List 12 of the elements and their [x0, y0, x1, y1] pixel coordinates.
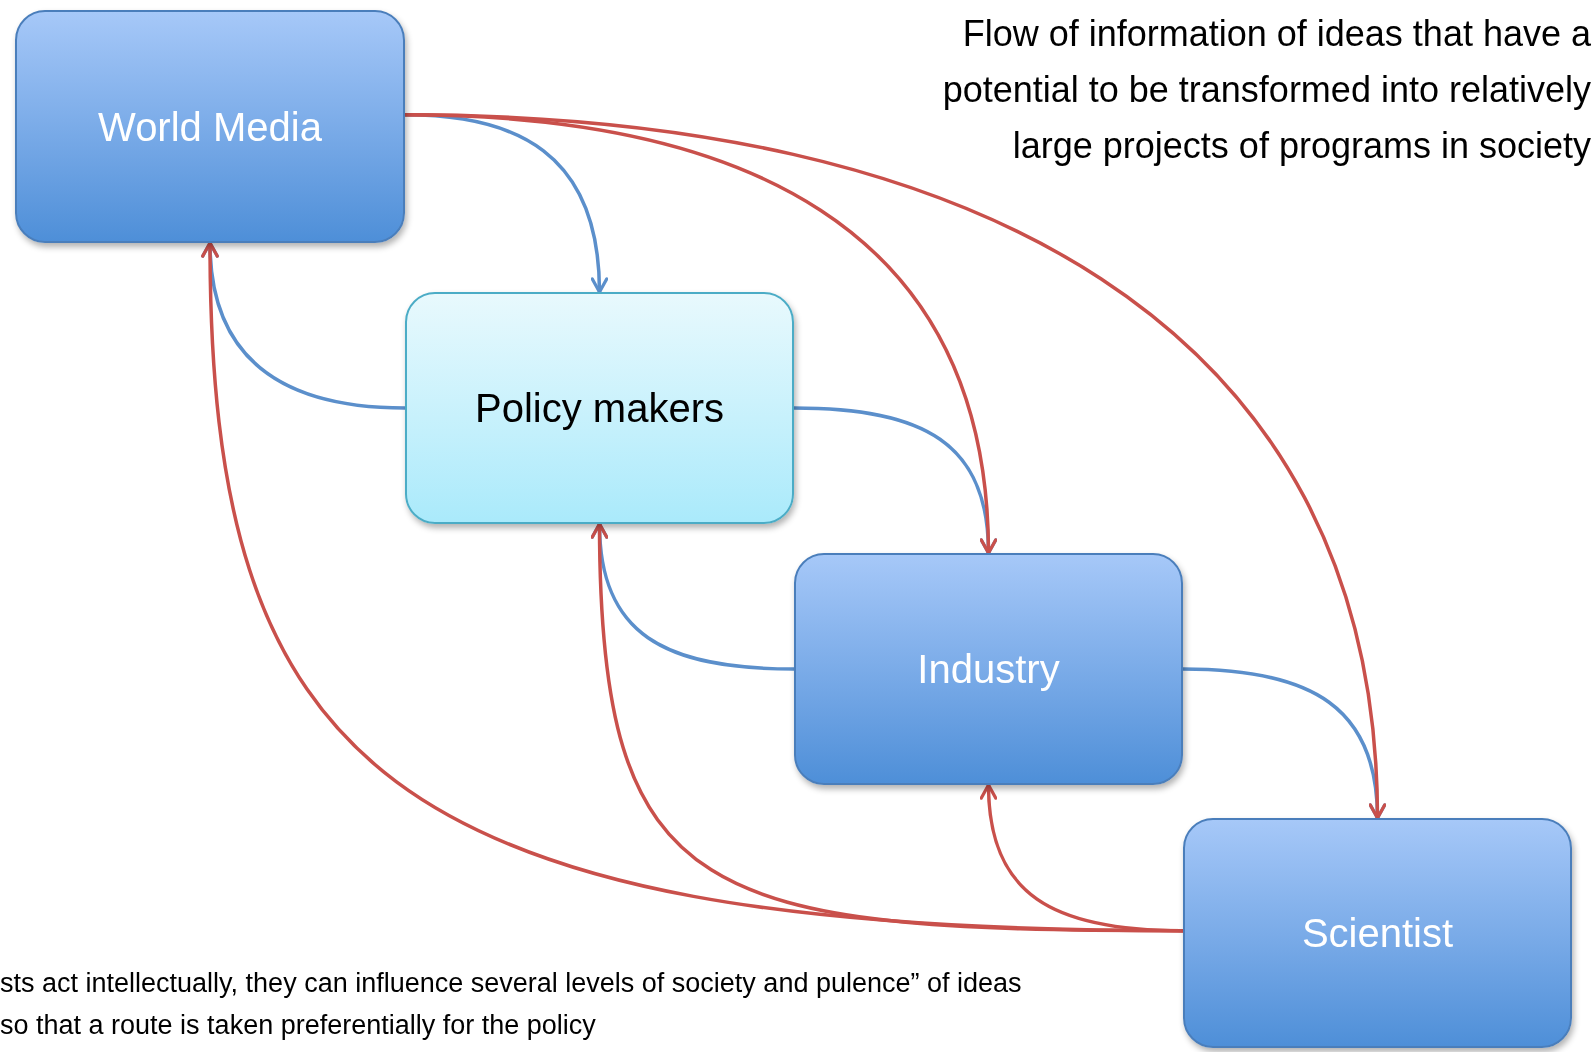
box-label: World Media — [98, 103, 322, 151]
box-label: Industry — [917, 646, 1060, 693]
rounded-box — [15, 10, 405, 243]
box-label: Scientist — [1301, 910, 1454, 957]
rounded-box — [1183, 818, 1572, 1048]
rounded-box — [405, 292, 794, 524]
note-text: sts act intellectually, they can influence several levels of society and pulence” of ideas so that a route is taken preferentially for the policy — [0, 967, 1023, 1042]
note-text: Flow of information of ideas that have a potential to be transformed into relatively large projects of programs in society — [941, 12, 1591, 168]
arrow — [404, 113, 1386, 820]
box-label: Policy makers — [475, 385, 724, 432]
rounded-box — [794, 553, 1183, 785]
arrow — [201, 241, 1184, 933]
